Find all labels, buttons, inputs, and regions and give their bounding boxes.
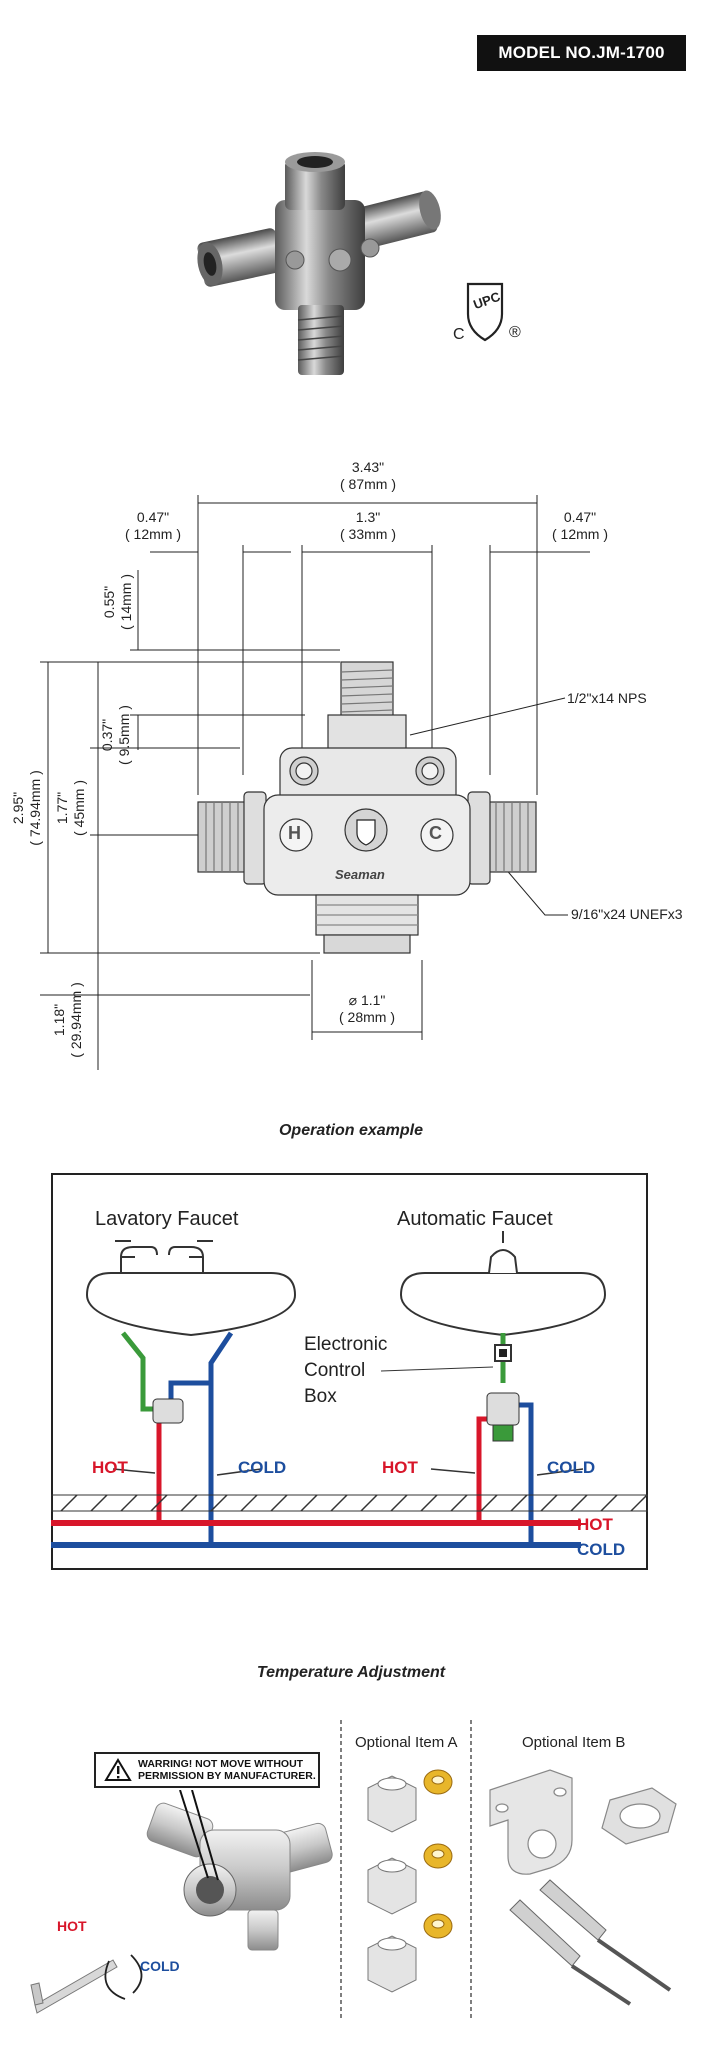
center-width-label: 1.3"( 33mm )	[340, 509, 396, 542]
base-diameter-label: ⌀ 1.1"( 28mm )	[339, 992, 395, 1025]
electronic-control-box-label: Electronic Control Box	[304, 1334, 388, 1407]
overall-width-label: 3.43"( 87mm )	[340, 459, 396, 492]
warning-triangle-icon	[104, 1758, 132, 1781]
left-hot-label: HOT	[92, 1458, 128, 1477]
brand-mark: Seaman	[335, 867, 385, 882]
rotate-cold-label: COLD	[140, 1958, 180, 1974]
valve-product-image	[197, 152, 441, 375]
automatic-faucet-label: Automatic Faucet	[397, 1208, 553, 1230]
upc-certification-icon	[466, 282, 504, 342]
top-thread-spec-callout: 1/2"x14 NPS	[567, 690, 647, 706]
lavatory-faucet-label: Lavatory Faucet	[95, 1208, 239, 1230]
main-cold-line-label: COLD	[577, 1540, 626, 1559]
rotate-hot-label: HOT	[57, 1918, 87, 1934]
cold-port-letter: C	[429, 823, 442, 843]
right-port-width-label: 0.47"( 12mm )	[552, 509, 608, 542]
optional-item-a-fittings	[367, 1769, 453, 1993]
left-port-width-label: 0.47"( 12mm )	[125, 509, 181, 542]
side-thread-spec-callout: 9/16"x24 UNEFx3	[571, 906, 683, 922]
warning-text: WARRING! NOT MOVE WITHOUT PERMISSION BY …	[138, 1758, 316, 1782]
top-thread-length-label: 0.55" ( 14mm )	[101, 574, 134, 630]
optional-item-b-heading: Optional Item B	[522, 1734, 626, 1751]
right-cold-label: COLD	[547, 1458, 596, 1477]
column-separators	[340, 1720, 472, 2020]
left-cold-label: COLD	[238, 1458, 287, 1477]
cert-c-mark: C	[453, 326, 465, 343]
bottom-height-label: 1.18" ( 29.94mm )	[51, 982, 84, 1058]
operation-diagram-frame	[51, 1173, 648, 1570]
main-hot-line-label: HOT	[577, 1515, 613, 1534]
cert-r-mark: ®	[509, 324, 521, 341]
operation-example-title: Operation example	[278, 1122, 424, 1139]
thread-gap-label: 0.37" ( 9.5mm )	[99, 705, 132, 765]
operation-diagram	[51, 1231, 648, 1548]
body-height-label: 1.77" ( 45mm )	[54, 780, 87, 836]
optional-item-b-mounting-kit	[489, 1769, 677, 2006]
dimension-drawing	[40, 495, 590, 1070]
right-hot-label: HOT	[382, 1458, 418, 1477]
model-number-badge: MODEL NO.JM-1700	[477, 35, 686, 71]
overall-height-label: 2.95" ( 74.94mm )	[10, 770, 43, 846]
optional-item-a-heading: Optional Item A	[355, 1734, 458, 1751]
temperature-adjustment-title: Temperature Adjustment	[256, 1664, 446, 1681]
valve-adjustment-image	[146, 1790, 333, 1951]
warning-notice: WARRING! NOT MOVE WITHOUT PERMISSION BY …	[94, 1752, 320, 1788]
hex-key-icon	[30, 1954, 143, 2014]
hot-port-letter: H	[288, 823, 301, 843]
